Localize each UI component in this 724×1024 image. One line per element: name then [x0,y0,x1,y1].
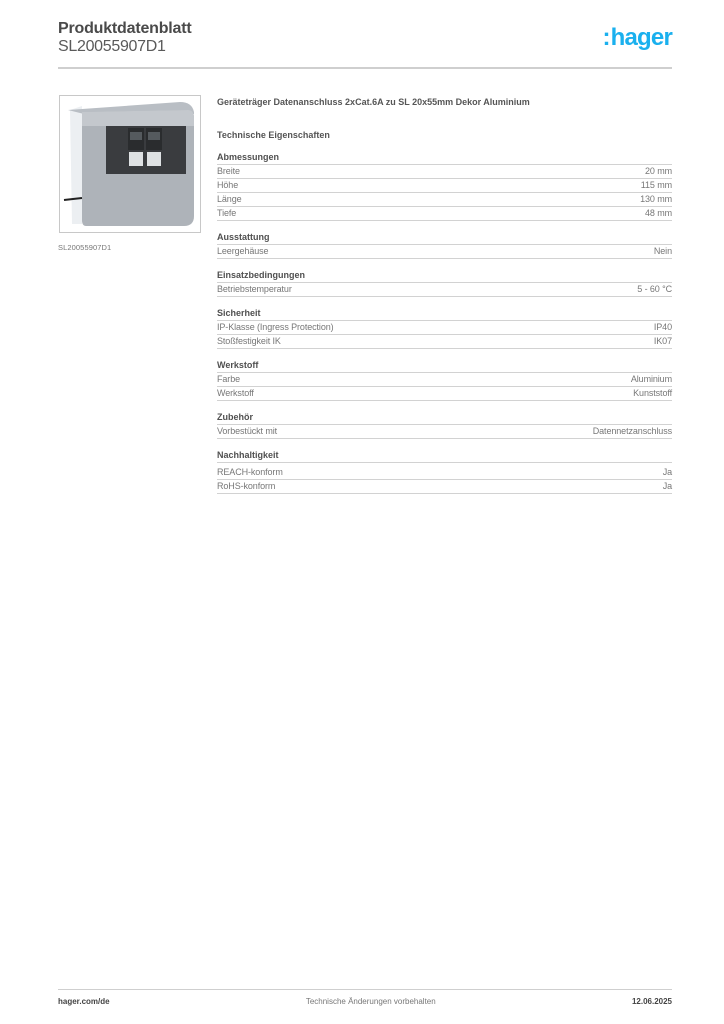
spec-label: Tiefe [217,208,237,218]
spec-label: RoHS-konform [217,481,276,491]
image-caption: SL20055907D1 [58,243,112,252]
spec-value: 130 mm [640,194,672,204]
spec-label: Farbe [217,374,241,384]
spec-row: Stoßfestigkeit IK IK07 [217,335,672,349]
spec-label: Stoßfestigkeit IK [217,336,281,346]
spec-row: Tiefe 48 mm [217,207,672,221]
logo-text: hager [610,24,673,51]
product-details: Geräteträger Datenanschluss 2xCat.6A zu … [217,96,672,494]
spec-value: 115 mm [640,180,672,190]
spec-value: IP40 [653,322,672,332]
spec-value: Datennetzanschluss [592,426,672,436]
spec-row: Leergehäuse Nein [217,245,672,259]
spec-row: Breite 20 mm [217,165,672,179]
product-photo-icon [63,102,194,226]
spec-label: Betriebstemperatur [217,284,292,294]
section-abmessungen: Abmessungen Breite 20 mm Höhe 115 mm Länge… [217,151,672,221]
document-date: 12.06.2025 [631,997,672,1006]
section-einsatzbedingungen: Einsatzbedingungen Betriebstemperatur 5 -… [217,269,672,297]
spec-label: Breite [217,166,240,176]
spec-row: Betriebstemperatur 5 - 60 °C [217,283,672,297]
article-number: SL20055907D1 [58,38,166,55]
section-ausstattung: Ausstattung Leergehäuse Nein [217,231,672,259]
spec-label: Werkstoff [217,388,254,398]
product-image [59,95,201,233]
spec-row: IP-Klasse (Ingress Protection) IP40 [217,321,672,335]
disclaimer: Technische Änderungen vorbehalten [305,997,436,1006]
section-title: Nachhaltigkeit [217,449,672,463]
spec-label: Höhe [217,180,239,190]
spec-label: IP-Klasse (Ingress Protection) [217,322,334,332]
section-title: Ausstattung [217,231,672,245]
spec-row: Vorbestückt mit Datennetzanschluss [217,425,672,439]
spec-value: 20 mm [644,166,672,176]
spec-row: REACH-konform Ja [217,466,672,480]
website-link[interactable]: hager.com/de [58,997,110,1006]
spec-value: IK07 [653,336,672,346]
section-title: Zubehör [217,411,672,425]
section-sicherheit: Sicherheit IP-Klasse (Ingress Protection… [217,307,672,349]
spec-row: Farbe Aluminium [217,373,672,387]
document-title: Produktdatenblatt [58,20,192,37]
technical-properties-heading: Technische Eigenschaften [217,130,330,140]
section-title: Einsatzbedingungen [217,269,672,283]
spec-label: Länge [217,194,242,204]
footer-divider [58,989,672,990]
hager-logo: :hager [602,24,672,52]
spec-value: 5 - 60 °C [637,284,672,294]
spec-label: REACH-konform [217,467,283,477]
spec-value: Ja [662,467,672,477]
logo-colon: : [602,24,610,51]
spec-value: Kunststoff [633,388,672,398]
spec-value: 48 mm [644,208,672,218]
document-header: Produktdatenblatt SL20055907D1 [58,20,192,56]
spec-row: RoHS-konform Ja [217,480,672,494]
section-zubehoer: Zubehör Vorbestückt mit Datennetzanschlus… [217,411,672,439]
spec-value: Aluminium [630,374,672,384]
spec-value: Ja [662,481,672,491]
spec-row: Länge 130 mm [217,193,672,207]
spec-row: Höhe 115 mm [217,179,672,193]
spec-label: Vorbestückt mit [217,426,278,436]
spec-row: Werkstoff Kunststoff [217,387,672,401]
section-title: Werkstoff [217,359,672,373]
section-title: Sicherheit [217,307,672,321]
page-footer: hager.com/de Technische Änderungen vorbe… [58,997,672,1006]
header-divider [58,67,672,69]
spec-value: Nein [653,246,672,256]
spec-label: Leergehäuse [217,246,269,256]
section-title: Abmessungen [217,151,672,165]
product-name: Geräteträger Datenanschluss 2xCat.6A zu … [217,97,530,107]
